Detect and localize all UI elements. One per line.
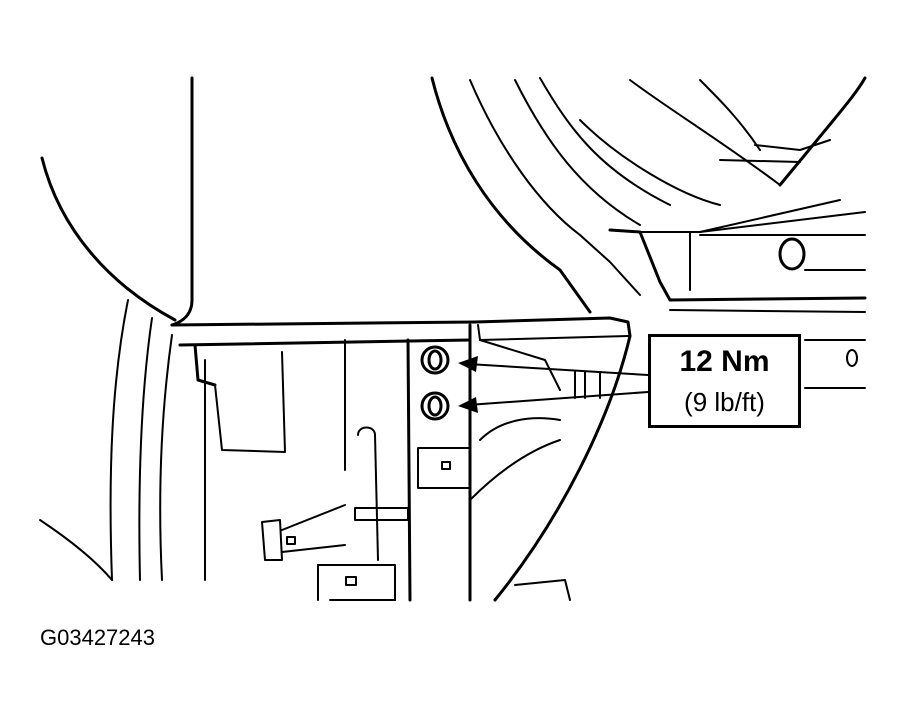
left-panel-outline bbox=[39, 76, 194, 581]
figure-id: G03427243 bbox=[40, 625, 155, 650]
mounting-bracket bbox=[170, 316, 632, 602]
torque-value-lbft: (9 lb/ft) bbox=[684, 387, 765, 417]
leader-arrow-lower bbox=[458, 391, 649, 413]
upper-body-panel bbox=[430, 76, 867, 389]
bolt-lower bbox=[420, 391, 450, 421]
torque-value-nm: 12 Nm bbox=[679, 345, 770, 378]
lower-frame bbox=[261, 334, 632, 602]
bolt-upper bbox=[420, 345, 450, 375]
torque-callout-box: 12 Nm (9 lb/ft) bbox=[648, 334, 801, 428]
leader-arrow-upper bbox=[458, 356, 649, 376]
